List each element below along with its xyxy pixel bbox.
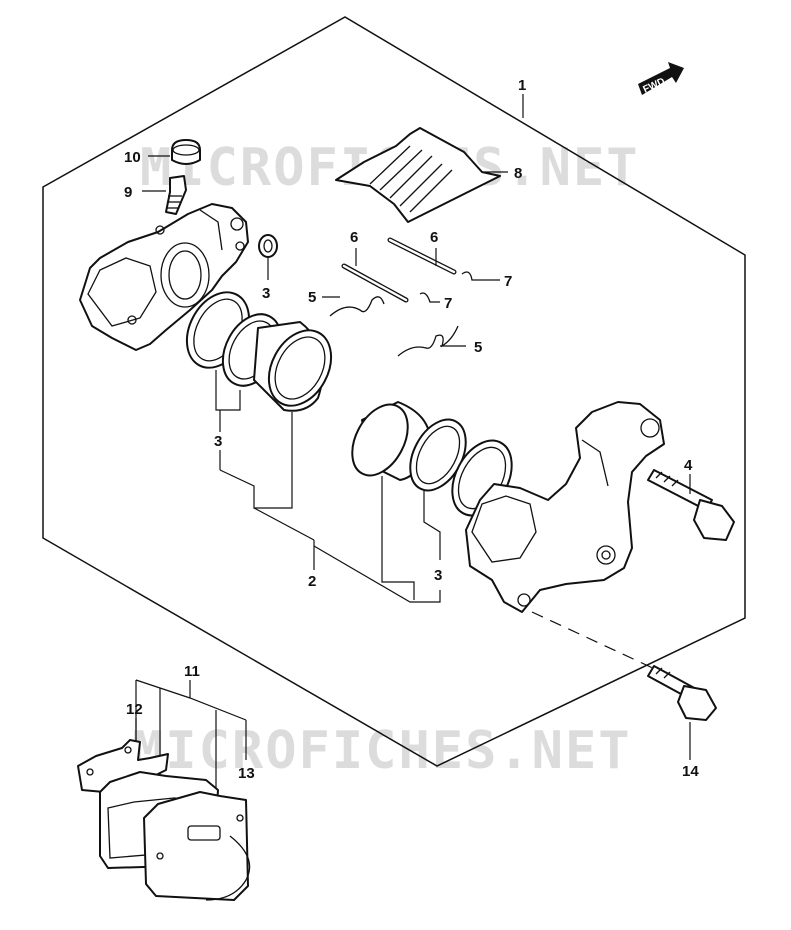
bleeder-valve-part: [165, 175, 187, 215]
watermark-bottom: MICROFICHES.NET: [132, 721, 632, 781]
callout-9: 9: [124, 184, 132, 201]
callout-13: 13: [238, 765, 255, 782]
callout-12: 12: [126, 701, 143, 718]
pad-retainer-spring-part: [205, 835, 251, 901]
caliper-bolt-part: [647, 469, 735, 541]
callout-5b: 5: [474, 339, 482, 356]
callout-7b: 7: [444, 295, 452, 312]
callout-6a: 6: [350, 229, 358, 246]
seal-washer-part: [258, 234, 278, 258]
callout-3a: 3: [262, 285, 270, 302]
pin-clip-part: [419, 271, 500, 303]
callout-6b: 6: [430, 229, 438, 246]
callout-14: 14: [682, 763, 699, 780]
caliper-lower-half-part: [465, 401, 665, 613]
fwd-arrow-icon: FWD: [638, 62, 684, 96]
callout-3b: 3: [214, 433, 222, 450]
callout-2: 2: [308, 573, 316, 590]
fwd-label: FWD: [641, 76, 666, 96]
brake-pad-part-rear: [143, 791, 249, 901]
callout-5a: 5: [308, 289, 316, 306]
pad-pin-part-right: [387, 237, 457, 275]
pad-pin-part-left: [341, 263, 409, 303]
bleeder-cap-part: [171, 139, 201, 165]
callout-8: 8: [514, 165, 522, 182]
pad-spring-clip-part: [329, 296, 459, 357]
pad-spring-part: [335, 127, 501, 223]
callout-11: 11: [184, 663, 200, 680]
assembly-boundary: [42, 16, 746, 767]
callout-10: 10: [124, 149, 141, 166]
callout-3c: 3: [434, 567, 442, 584]
callout-4: 4: [684, 457, 693, 474]
caliper-upper-half-part: [79, 203, 249, 351]
callout-7a: 7: [504, 273, 512, 290]
lower-piston-seal-set: [351, 401, 513, 517]
callout-1: 1: [518, 77, 526, 94]
mounting-bolt-part: [647, 665, 717, 721]
upper-piston-seal-set: [185, 291, 333, 412]
